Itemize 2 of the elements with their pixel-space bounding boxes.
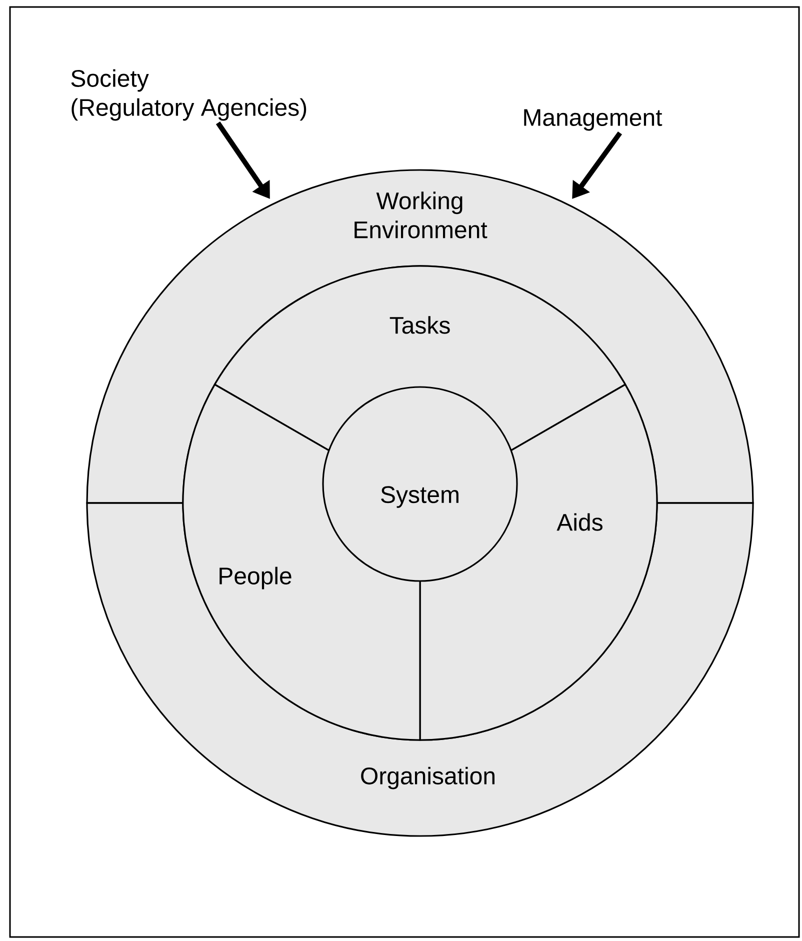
label-text: Society (Regulatory Agencies) bbox=[71, 69, 306, 121]
label-text: Management bbox=[524, 109, 662, 131]
